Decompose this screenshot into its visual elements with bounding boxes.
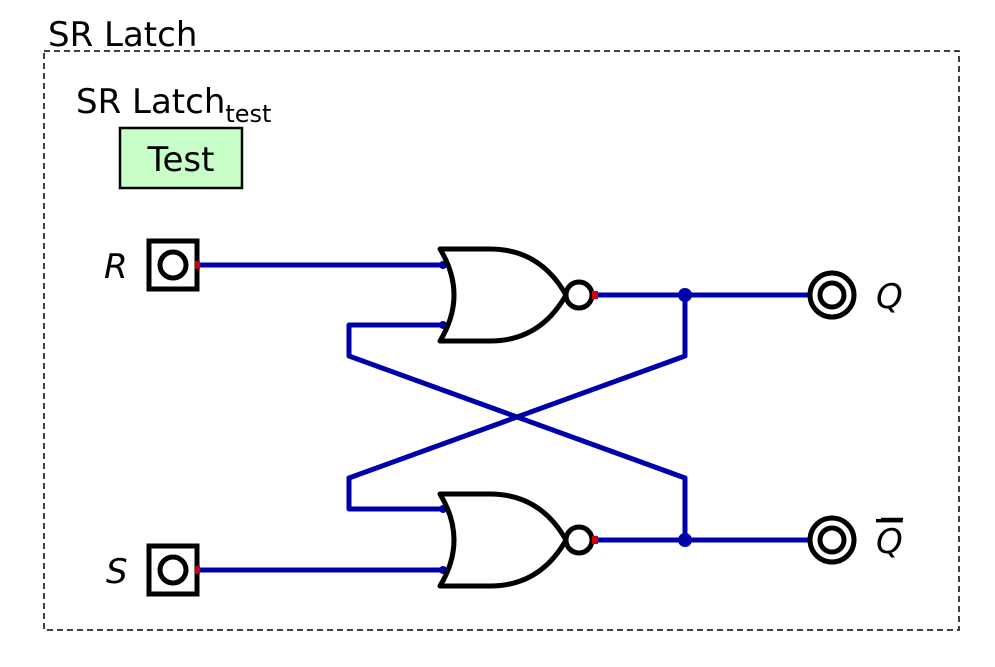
nor-gate-1: [437, 246, 598, 344]
test-button-label: Test: [147, 140, 215, 180]
input-switch-r[interactable]: [146, 238, 200, 292]
junction-node-q: [678, 288, 692, 302]
input-label-r: R: [104, 247, 128, 287]
test-button[interactable]: Test: [118, 126, 244, 190]
wire-qbar-feedback: [346, 322, 688, 543]
frame-title: SR Latch: [48, 15, 197, 55]
wire-q-feedback: [346, 292, 688, 512]
wires: [195, 262, 813, 573]
latch-frame: [43, 50, 960, 631]
junction-node-qbar: [678, 533, 692, 547]
output-label-qbar: Q: [876, 522, 903, 562]
nor-gate-2: [437, 491, 598, 589]
input-switch-s[interactable]: [146, 543, 200, 597]
input-label-s: S: [106, 552, 128, 592]
output-probe-q: [807, 270, 857, 320]
test-caption: SR Latchtest: [76, 82, 271, 128]
output-probe-qbar: [807, 515, 857, 565]
output-label-q: Q: [876, 277, 903, 317]
